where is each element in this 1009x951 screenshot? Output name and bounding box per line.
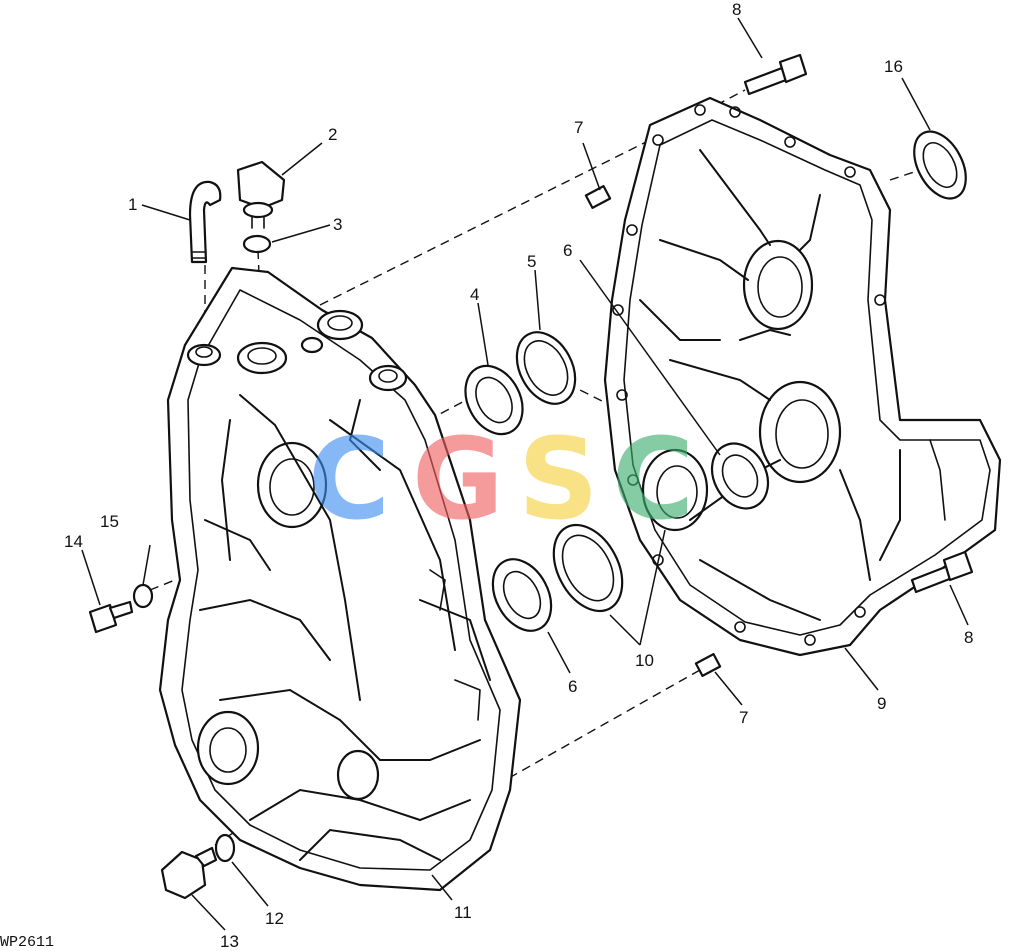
dowel-pin-upper	[584, 185, 612, 209]
callout-4: 4	[470, 285, 479, 304]
upper-bearing	[464, 364, 524, 436]
callout-16: 16	[884, 57, 903, 76]
bolt-top	[743, 53, 808, 96]
leader-lines	[81, 17, 969, 931]
callout-13: 13	[220, 932, 239, 951]
callout-3: 3	[333, 215, 342, 234]
watermark-letter-1: C	[308, 415, 390, 545]
lower-seal	[552, 523, 624, 613]
lower-bearing	[491, 558, 553, 632]
callout-11: 11	[454, 903, 472, 922]
callout-7-bottom: 7	[739, 708, 748, 727]
watermark-letter-2: G	[412, 415, 504, 545]
breather-tube	[188, 180, 222, 264]
callout-8-top: 8	[732, 0, 741, 19]
o-ring	[242, 234, 272, 254]
callout-6-top: 6	[563, 241, 572, 260]
callout-15: 15	[100, 512, 119, 531]
callout-5: 5	[527, 252, 536, 271]
callout-14: 14	[64, 532, 83, 551]
washer	[132, 583, 154, 609]
callout-12: 12	[265, 909, 284, 928]
bolt-left	[88, 600, 134, 634]
cover-bearing	[710, 442, 770, 510]
watermark-letter-4: C	[612, 415, 694, 545]
figure-code: WP2611	[0, 934, 54, 951]
dipstick-cap	[236, 160, 286, 229]
callout-10: 10	[635, 651, 654, 670]
callout-2: 2	[328, 125, 337, 144]
callout-7-top: 7	[574, 118, 583, 137]
left-case-half	[158, 266, 522, 892]
bolt-right	[910, 550, 974, 594]
callouts: 1 2 3 4 5 6 6 7 7 8 8 9 10 11 12 13 14 1…	[64, 0, 973, 951]
drain-plug	[160, 846, 218, 900]
upper-seal	[515, 331, 577, 405]
watermark: C G S C	[308, 415, 694, 545]
dowel-pin-lower	[694, 653, 722, 677]
callout-9: 9	[877, 694, 886, 713]
watermark-letter-3: S	[518, 415, 599, 545]
seal-ring-16	[913, 130, 967, 200]
callout-1: 1	[128, 195, 137, 214]
callout-8-right: 8	[964, 628, 973, 647]
drain-washer	[214, 833, 236, 863]
callout-6-bottom: 6	[568, 677, 577, 696]
